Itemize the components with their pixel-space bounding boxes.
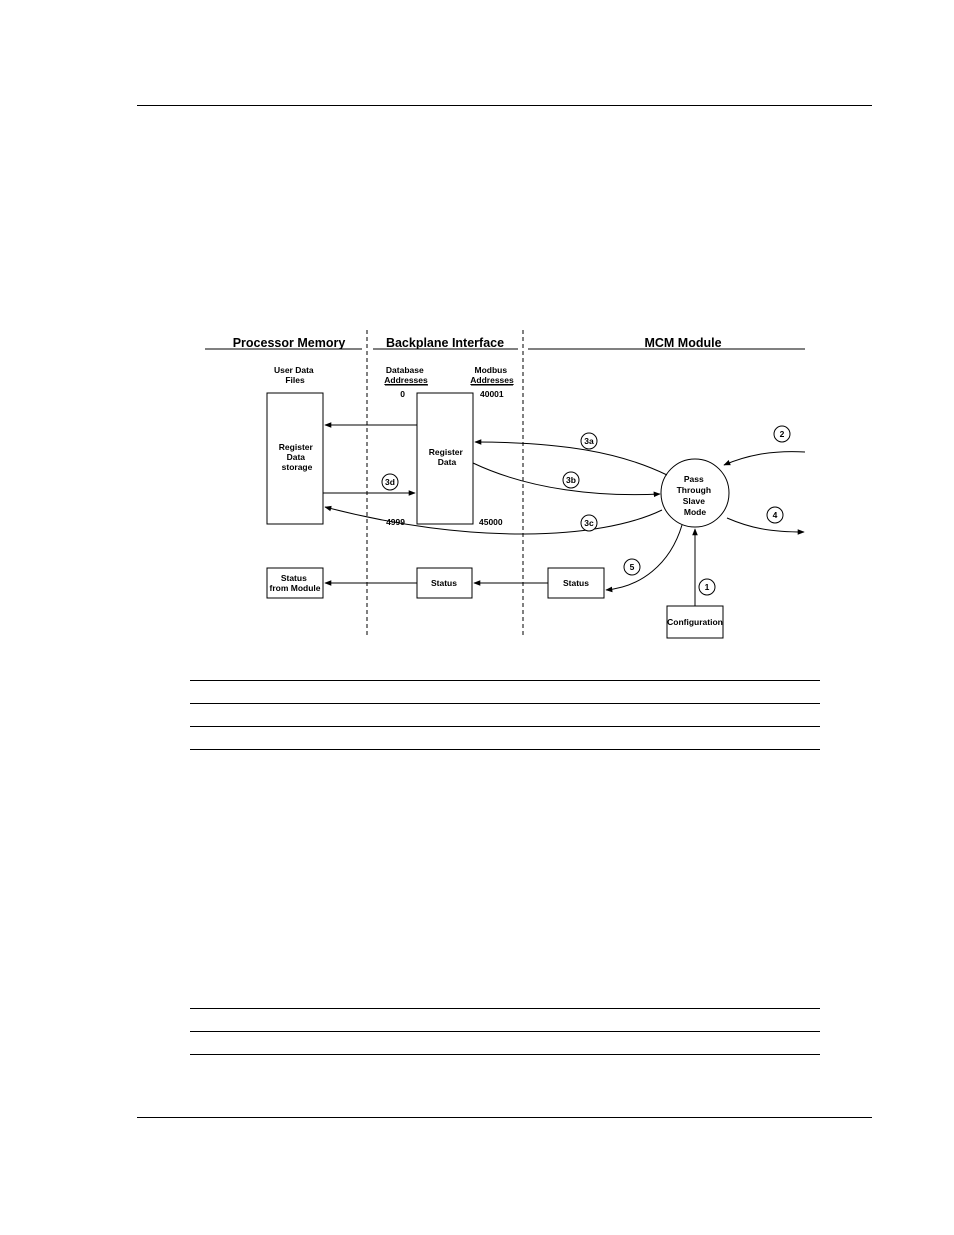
backplane-status-label: Status	[431, 578, 457, 588]
arrow-2-incoming	[723, 451, 806, 466]
svg-text:4: 4	[773, 510, 778, 520]
backplane-status-box	[416, 567, 473, 599]
database-addresses-label: Database Addresses	[384, 365, 428, 385]
table-rule	[190, 1031, 820, 1032]
table-rule	[190, 680, 820, 681]
user-data-files-label: User Data Files	[274, 365, 316, 385]
table-rule	[190, 1008, 820, 1009]
arrow-3a-to-register-data	[474, 439, 668, 476]
register-data-box	[416, 392, 474, 525]
svg-text:2: 2	[780, 429, 785, 439]
table-rule	[190, 1054, 820, 1055]
svg-text:3d: 3d	[385, 477, 395, 487]
status-from-module-label: Status from Module	[270, 573, 321, 593]
svg-text:3b: 3b	[566, 475, 576, 485]
step-2-marker: 2	[773, 425, 791, 443]
mcm-status-box	[547, 567, 605, 599]
step-1-marker: 1	[698, 578, 716, 596]
step-3a-marker: 3a	[580, 432, 598, 450]
database-end-address: 4999	[386, 517, 405, 527]
table-rule	[190, 703, 820, 704]
svg-text:3a: 3a	[584, 436, 594, 446]
database-start-address: 0	[400, 389, 405, 399]
modbus-start-address: 40001	[480, 389, 504, 399]
section-backplane-interface: Backplane Interface	[386, 336, 504, 350]
configuration-label: Configuration	[667, 617, 723, 627]
step-4-marker: 4	[766, 506, 784, 524]
arrow-5-to-mcm-status	[605, 524, 683, 593]
table-rule	[190, 726, 820, 727]
modbus-addresses-label: Modbus Addresses	[470, 365, 514, 385]
section-processor-memory: Processor Memory	[233, 336, 346, 350]
mcm-status-label: Status	[563, 578, 589, 588]
header-rule	[137, 105, 872, 106]
status-from-module-box	[266, 567, 324, 599]
svg-text:3c: 3c	[584, 518, 594, 528]
section-mcm-module: MCM Module	[644, 336, 721, 350]
pass-through-slave-mode-label: Pass Through Slave Mode	[677, 474, 714, 517]
modbus-end-address: 45000	[479, 517, 503, 527]
svg-text:1: 1	[705, 582, 710, 592]
arrow-3c-to-register-storage	[324, 505, 663, 535]
step-5-marker: 5	[623, 558, 641, 576]
register-data-storage-label: Register Data storage	[279, 442, 315, 472]
table-rule	[190, 749, 820, 750]
svg-text:5: 5	[630, 562, 635, 572]
register-data-storage-box	[266, 392, 324, 525]
step-3c-marker: 3c	[580, 514, 598, 532]
arrow-4-outgoing	[726, 517, 805, 535]
footer-rule	[137, 1117, 872, 1118]
step-3d-marker: 3d	[381, 473, 399, 491]
step-3b-marker: 3b	[562, 471, 580, 489]
pass-through-slave-mode-node	[660, 458, 730, 528]
register-data-label: Register Data	[429, 447, 465, 467]
arrow-3b-to-pass-through	[472, 462, 661, 498]
